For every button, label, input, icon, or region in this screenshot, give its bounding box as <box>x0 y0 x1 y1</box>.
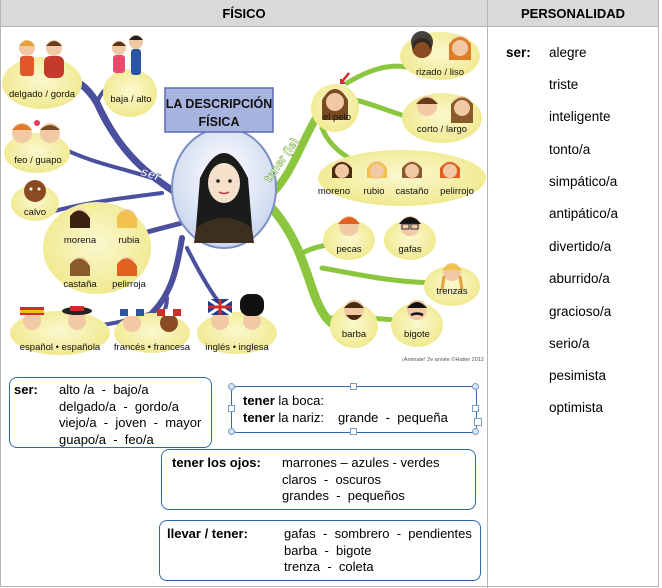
personality-adjective: aburrido/a <box>549 271 610 286</box>
character-faces <box>12 31 473 332</box>
label-pelirrojo: pelirrojo <box>440 186 474 197</box>
label-rubia: rubia <box>118 235 140 246</box>
ser-box-lines: alto /a - bajo/a delgado/a - gordo/a vie… <box>59 382 201 448</box>
face-icon <box>19 40 64 78</box>
label-barba: barba <box>342 329 367 340</box>
title-line-1: LA DESCRIPCIÓN <box>166 96 273 111</box>
face-icon <box>332 161 460 179</box>
label-morena: morena <box>64 235 97 246</box>
selection-handle[interactable] <box>228 428 235 435</box>
face-icon <box>12 120 60 143</box>
face-icon <box>322 72 350 120</box>
personality-adjective: pesimista <box>549 368 607 383</box>
personality-adjective: simpático/a <box>549 174 618 189</box>
face-icon <box>338 216 464 320</box>
label-bigote: bigote <box>404 329 430 340</box>
label-delgado-gorda: delgado / gorda <box>9 89 76 100</box>
label-ingles: inglés • inglesa <box>205 342 269 353</box>
personality-adjective: serio/a <box>549 336 590 351</box>
column-divider <box>487 0 488 588</box>
face-icon <box>207 294 264 330</box>
ser-box-line: guapo/a - feo/a <box>59 431 154 447</box>
tener-ojos-line: claros - oscuros <box>282 471 381 487</box>
image-credit: ¡Animate! 2e année ©Hatier 2012 <box>402 356 484 363</box>
selection-handle[interactable] <box>228 383 235 390</box>
personality-adjective: alegre <box>549 45 587 60</box>
personality-adjective: triste <box>549 77 579 92</box>
face-icon <box>120 309 181 332</box>
tener-ojos-box: tener los ojos: marrones – azules - verd… <box>161 449 476 510</box>
personality-adjective: antipático/a <box>549 206 619 221</box>
ser-box-label: ser: <box>14 382 38 397</box>
title-line-2: FÍSICA <box>199 114 240 129</box>
tener-boca-line: tener la boca: <box>243 393 324 408</box>
label-el-pelo: el pelo <box>323 112 351 123</box>
label-baja-alto: baja / alto <box>110 94 151 105</box>
personality-adjective: optimista <box>549 400 604 415</box>
selection-handle[interactable] <box>350 383 357 390</box>
selection-handle[interactable] <box>472 383 479 390</box>
tener-ojos-line: marrones – azules - verdes <box>282 455 440 470</box>
face-icon <box>112 35 143 75</box>
label-trenzas: trenzas <box>436 286 467 297</box>
tener-ojos-label: tener los ojos: <box>172 455 261 470</box>
label-moreno: moreno <box>318 186 350 197</box>
ser-box-line: alto /a - bajo/a <box>59 382 149 397</box>
header-personalidad: PERSONALIDAD <box>488 0 658 27</box>
ser-box-line: delgado/a - gordo/a <box>59 398 179 414</box>
label-castano: castaño <box>395 186 428 197</box>
llevar-tener-lines: gafas - sombrero - pendientes barba - bi… <box>284 526 472 576</box>
label-rizado-liso: rizado / liso <box>416 67 464 78</box>
node-labels: delgado / gorda baja / alto feo / guapo … <box>9 67 474 353</box>
personality-adjective: divertido/a <box>549 239 612 254</box>
title-box: LA DESCRIPCIÓN FÍSICA <box>164 87 274 133</box>
llevar-tener-box: llevar / tener: gafas - sombrero - pendi… <box>159 520 481 581</box>
label-corto-largo: corto / largo <box>417 124 467 135</box>
llevar-tener-line: gafas - sombrero - pendientes <box>284 526 472 541</box>
selection-handle[interactable] <box>228 405 235 412</box>
personality-adjective: tonto/a <box>549 142 591 157</box>
tener-nariz-line: tener la nariz:grande - pequeña <box>243 410 448 425</box>
label-frances: francés • francesa <box>114 342 191 353</box>
face-icon <box>416 96 473 123</box>
selection-handle[interactable] <box>472 428 479 435</box>
personality-adjective: gracioso/a <box>549 304 612 319</box>
face-icon <box>20 306 92 330</box>
label-espanol: español • española <box>20 342 101 353</box>
ser-adjectives-box: ser: alto /a - bajo/a delgado/a - gordo/… <box>9 377 212 448</box>
tener-boca-nariz-box[interactable]: tener la boca: tener la nariz:grande - p… <box>231 386 477 433</box>
selection-handle[interactable] <box>350 428 357 435</box>
face-icon <box>24 180 46 202</box>
label-feo-guapo: feo / guapo <box>14 155 62 166</box>
ser-branch-label: ser <box>139 164 163 185</box>
personality-adjective: inteligente <box>549 109 611 124</box>
llevar-tener-line: barba - bigote <box>284 542 372 558</box>
mind-map-image[interactable]: LA DESCRIPCIÓN FÍSICA ser tener (le) del… <box>2 28 486 368</box>
label-rubio: rubio <box>363 186 384 197</box>
tener-ojos-lines: marrones – azules - verdes claros - oscu… <box>282 455 440 505</box>
face-icon <box>411 31 471 60</box>
tener-ojos-line: grandes - pequeños <box>282 488 405 503</box>
label-pecas: pecas <box>336 244 362 255</box>
label-gafas: gafas <box>398 244 421 255</box>
selection-handle[interactable] <box>474 418 482 426</box>
llevar-tener-line: trenza - coleta <box>284 559 374 574</box>
label-castana: castaña <box>63 279 97 290</box>
ser-box-line: viejo/a - joven - mayor <box>59 415 202 430</box>
label-pelirroja: pelirroja <box>112 279 147 290</box>
label-calvo: calvo <box>24 207 46 218</box>
face-icon <box>70 209 137 276</box>
personalidad-ser-label: ser: <box>506 45 531 60</box>
header-fisico: FÍSICO <box>1 0 487 27</box>
selection-handle[interactable] <box>472 405 479 412</box>
llevar-tener-label: llevar / tener: <box>167 526 248 541</box>
central-portrait <box>171 127 277 249</box>
